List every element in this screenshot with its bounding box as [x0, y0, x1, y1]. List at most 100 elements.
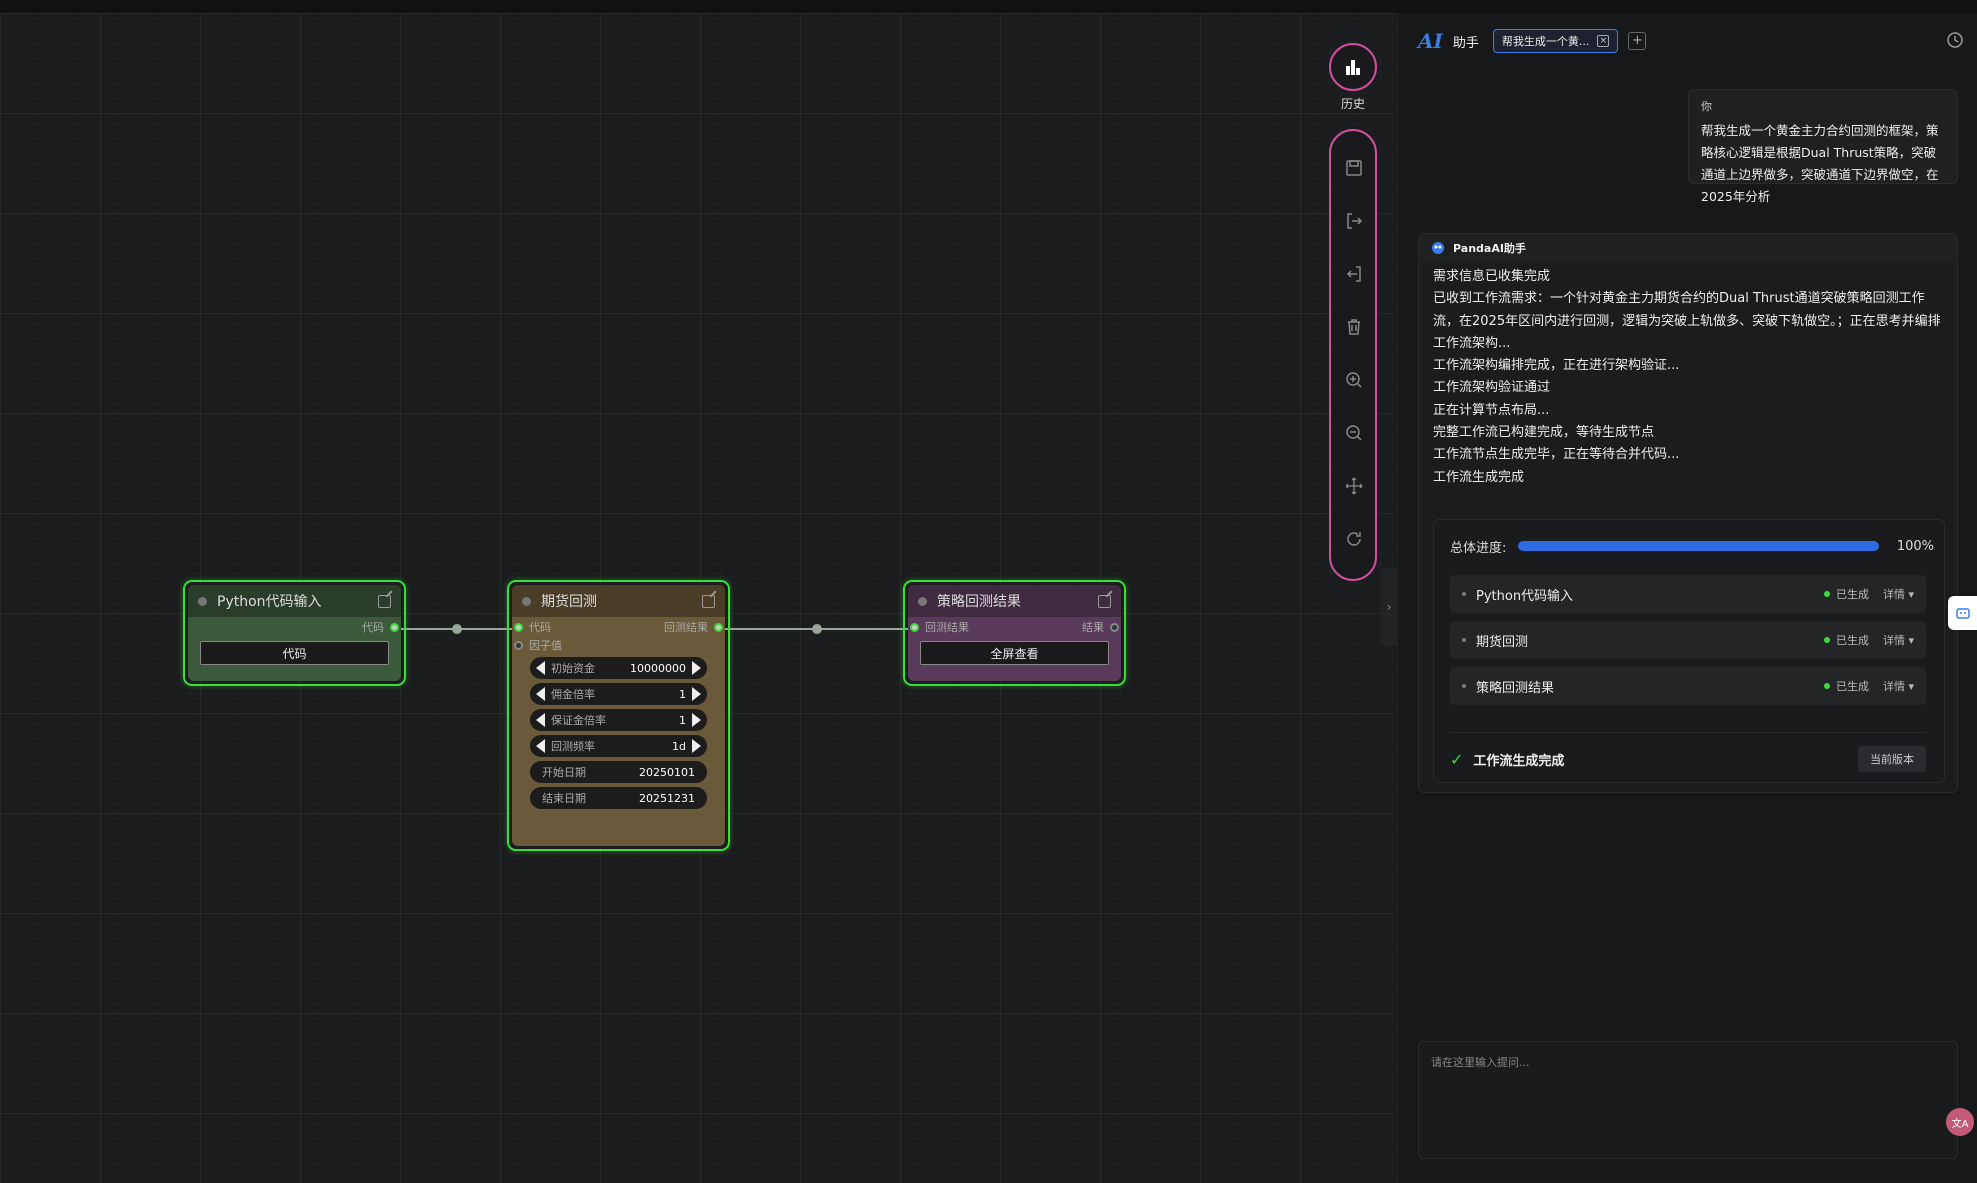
top-bar: [0, 0, 1977, 13]
increment-arrow-icon[interactable]: [692, 661, 701, 675]
output-slot-label: 回测结果: [664, 621, 708, 634]
log-line: 正在计算节点布局...: [1433, 402, 1550, 418]
edit-icon[interactable]: [702, 594, 715, 608]
save-icon[interactable]: [1345, 159, 1363, 177]
progress-label: 总体进度:: [1450, 540, 1507, 556]
chevron-right-icon: ›: [1386, 600, 1392, 614]
widget-label: 初始资金: [551, 662, 595, 675]
question-input[interactable]: [1431, 1054, 1945, 1146]
history-button[interactable]: [1329, 43, 1377, 91]
log-line: 已收到工作流需求：一个针对黄金主力期货合约的Dual Thrust通道突破策略回…: [1433, 291, 1941, 351]
bar-chart-icon: [1346, 60, 1360, 75]
export-icon[interactable]: [1345, 212, 1363, 230]
log-line: 需求信息已收集完成: [1433, 269, 1551, 284]
panda-logo-icon: [1432, 242, 1444, 254]
output-slot[interactable]: [714, 622, 723, 632]
panel-header: AI 助手 帮我生成一个黄... × +: [1398, 13, 1977, 69]
zoom-in-icon[interactable]: [1345, 371, 1363, 389]
progress-card: 总体进度: 100% Python代码输入 已生成 详情 ▾ 期货回测 已生成 …: [1433, 519, 1945, 783]
progress-fill: [1518, 541, 1879, 551]
ai-logo: AI: [1418, 29, 1443, 53]
progress-percent: 100%: [1896, 538, 1934, 554]
python-code-input-node[interactable]: Python代码输入 代码 代码: [183, 580, 406, 686]
log-line: 工作流架构编排完成，正在进行架构验证...: [1433, 358, 1680, 374]
backtest-result-node[interactable]: 策略回测结果 回测结果 结果 全屏查看: [903, 580, 1126, 686]
step-detail-toggle[interactable]: 详情 ▾: [1882, 680, 1914, 693]
widget-start-date[interactable]: 开始日期 20250101: [530, 761, 707, 783]
step-detail-toggle[interactable]: 详情 ▾: [1882, 634, 1914, 647]
current-version-button[interactable]: 当前版本: [1858, 746, 1926, 772]
input-slot[interactable]: [514, 640, 523, 650]
move-icon[interactable]: [1345, 477, 1363, 495]
output-slot[interactable]: [390, 622, 399, 632]
assistant-log: 需求信息已收集完成 已收到工作流需求：一个针对黄金主力期货合约的Dual Thr…: [1419, 262, 1957, 493]
decrement-arrow-icon[interactable]: [536, 661, 545, 675]
decrement-arrow-icon[interactable]: [536, 739, 545, 753]
increment-arrow-icon[interactable]: [692, 687, 701, 701]
decrement-arrow-icon[interactable]: [536, 713, 545, 727]
trash-icon[interactable]: [1345, 318, 1363, 336]
add-tab-button[interactable]: +: [1628, 32, 1647, 50]
step-detail-toggle[interactable]: 详情 ▾: [1882, 588, 1914, 601]
widget-value: 1: [679, 687, 686, 701]
user-message: 你 帮我生成一个黄金主力合约回测的框架，策略核心逻辑是根据Dual Thrust…: [1688, 89, 1958, 204]
progress-bar: [1518, 541, 1879, 551]
close-icon[interactable]: ×: [1597, 35, 1610, 47]
conversation-tab[interactable]: 帮我生成一个黄... ×: [1492, 29, 1619, 53]
widget-value: 10000000: [630, 661, 686, 675]
status-dot: [1823, 591, 1830, 597]
futures-backtest-node[interactable]: 期货回测 代码 回测结果 因子值 初始资金 10000000 佣金倍率 1 保证…: [507, 580, 730, 851]
output-slot[interactable]: [1110, 622, 1119, 632]
refresh-icon[interactable]: [1345, 530, 1363, 548]
edit-icon[interactable]: [378, 594, 391, 608]
question-input-box[interactable]: [1418, 1041, 1958, 1159]
clock-icon[interactable]: [1946, 31, 1964, 49]
bullet-icon: [1462, 684, 1466, 688]
ai-assistant-panel: AI 助手 帮我生成一个黄... × + 你 帮我生成一个黄金主力合约回测的框架…: [1397, 13, 1977, 1183]
widget-value: 1d: [672, 739, 686, 753]
edit-icon[interactable]: [1098, 594, 1111, 608]
widget-margin[interactable]: 保证金倍率 1: [530, 709, 707, 731]
decrement-arrow-icon[interactable]: [536, 687, 545, 701]
log-line: 工作流节点生成完毕，正在等待合并代码...: [1433, 447, 1680, 463]
assistant-label: 助手: [1452, 35, 1479, 51]
import-icon[interactable]: [1345, 265, 1363, 283]
increment-arrow-icon[interactable]: [692, 739, 701, 753]
user-message-text: 帮我生成一个黄金主力合约回测的框架，策略核心逻辑是根据Dual Thrust策略…: [1701, 123, 1939, 204]
node-title: Python代码输入: [217, 594, 322, 610]
step-item[interactable]: 期货回测 已生成 详情 ▾: [1450, 621, 1926, 659]
robot-assistant-icon[interactable]: [1948, 596, 1977, 630]
step-item[interactable]: 策略回测结果 已生成 详情 ▾: [1450, 667, 1926, 705]
increment-arrow-icon[interactable]: [692, 713, 701, 727]
log-line: 工作流生成完成: [1433, 469, 1525, 485]
canvas-toolbar: [1329, 129, 1377, 581]
widget-end-date[interactable]: 结束日期 20251231: [530, 787, 707, 809]
widget-frequency[interactable]: 回测频率 1d: [530, 735, 707, 757]
widget-value: 1: [679, 713, 686, 727]
zoom-out-icon[interactable]: [1345, 424, 1363, 442]
widget-label: 结束日期: [542, 792, 586, 805]
user-label: 你: [1701, 100, 1712, 113]
input-slot[interactable]: [910, 622, 919, 632]
input-slot[interactable]: [514, 622, 523, 632]
step-name: 期货回测: [1476, 634, 1529, 650]
widget-label: 佣金倍率: [551, 688, 595, 701]
widget-value: 20251231: [639, 791, 695, 805]
translate-button[interactable]: 文A: [1946, 1108, 1974, 1136]
fullscreen-view-button[interactable]: 全屏查看: [920, 641, 1109, 665]
status-dot: [1823, 637, 1830, 643]
input-slot-label: 因子值: [529, 639, 562, 652]
collapse-panel-button[interactable]: ›: [1381, 568, 1397, 646]
step-item[interactable]: Python代码输入 已生成 详情 ▾: [1450, 575, 1926, 613]
step-name: 策略回测结果: [1476, 680, 1555, 696]
step-name: Python代码输入: [1476, 588, 1574, 604]
widget-commission[interactable]: 佣金倍率 1: [530, 683, 707, 705]
log-line: 工作流架构验证通过: [1433, 380, 1551, 396]
code-button[interactable]: 代码: [200, 641, 389, 665]
node-status-dot: [522, 596, 531, 606]
robot-icon: [1955, 608, 1970, 619]
node-status-dot: [918, 596, 927, 606]
widget-initial-capital[interactable]: 初始资金 10000000: [530, 657, 707, 679]
history-label: 历史: [1340, 97, 1365, 111]
assistant-header: PandaAI助手: [1419, 234, 1957, 262]
